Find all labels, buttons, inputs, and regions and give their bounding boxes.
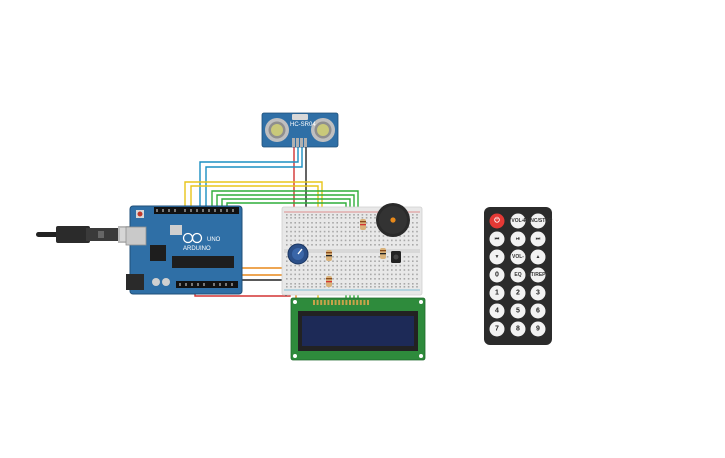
remote-next-button[interactable]: ⏭ <box>530 231 546 247</box>
arduino-brand-label: UNO <box>207 237 221 243</box>
arduino-model-label: ARDUINO <box>183 246 211 252</box>
arrow-up-icon: ▲ <box>536 254 541 260</box>
remote-button-8[interactable]: 8 <box>510 321 526 337</box>
resistor-1[interactable] <box>326 250 332 261</box>
svg-text:0: 0 <box>495 272 499 279</box>
piezo-buzzer-icon[interactable] <box>376 203 410 237</box>
remote-down-button[interactable]: ▼ <box>489 249 505 265</box>
svg-text:3: 3 <box>536 290 540 297</box>
resistor-3[interactable] <box>380 248 386 259</box>
resistors <box>326 219 386 287</box>
remote-button-7[interactable]: 7 <box>489 321 505 337</box>
arrow-down-icon: ▼ <box>495 254 500 260</box>
rewind-icon: ⏮ <box>495 236 500 242</box>
remote-button-5[interactable]: 5 <box>510 303 526 319</box>
ultrasonic-transducer-left <box>265 118 289 142</box>
remote-button-st-rept[interactable]: ST/REPT <box>527 267 549 283</box>
arduino-analog-header <box>179 283 233 286</box>
remote-button-eq[interactable]: EQ <box>510 267 526 283</box>
wire-sensor-echo[interactable] <box>205 147 303 210</box>
lcd-16x2-icon[interactable] <box>290 297 426 361</box>
resistor-4[interactable] <box>326 276 332 287</box>
remote-power-button[interactable]: ⏻ <box>489 213 505 229</box>
svg-text:2: 2 <box>516 290 520 297</box>
power-icon: ⏻ <box>494 217 500 225</box>
svg-text:FUNC/STOP: FUNC/STOP <box>524 218 553 224</box>
svg-text:8: 8 <box>516 326 520 333</box>
lcd-screen <box>302 316 414 346</box>
remote-button-2[interactable]: 2 <box>510 285 526 301</box>
resistor-2[interactable] <box>360 219 366 230</box>
lcd-pin-header <box>313 300 369 305</box>
ir-remote[interactable]: ⏻ VOL+ FUNC/STOP ⏮ ⏯ ⏭ ▼ VOL- <box>484 207 553 345</box>
remote-button-6[interactable]: 6 <box>530 303 546 319</box>
ultrasonic-sensor-label: HC-SR04 <box>290 122 316 128</box>
svg-text:6: 6 <box>536 308 540 315</box>
remote-prev-button[interactable]: ⏮ <box>489 231 505 247</box>
arduino-digital-header <box>156 209 234 212</box>
svg-text:9: 9 <box>536 326 540 333</box>
remote-button-4[interactable]: 4 <box>489 303 505 319</box>
svg-text:VOL-: VOL- <box>512 254 524 260</box>
svg-text:5: 5 <box>516 308 520 315</box>
wire-sensor-trig[interactable] <box>199 147 299 210</box>
fast-forward-icon: ⏭ <box>536 236 541 242</box>
svg-text:1: 1 <box>495 290 499 297</box>
remote-button-9[interactable]: 9 <box>530 321 546 337</box>
svg-text:ST/REPT: ST/REPT <box>527 272 548 278</box>
remote-vol-down-button[interactable]: VOL- <box>510 249 526 265</box>
play-pause-icon: ⏯ <box>516 236 520 242</box>
svg-text:7: 7 <box>495 326 499 333</box>
remote-func-stop-button[interactable]: FUNC/STOP <box>524 213 553 229</box>
ultrasonic-transducer-right <box>311 118 335 142</box>
remote-button-0[interactable]: 0 <box>489 267 505 283</box>
arduino-uno-board[interactable]: UNO ARDUINO <box>125 205 243 295</box>
remote-button-1[interactable]: 1 <box>489 285 505 301</box>
potentiometer-icon[interactable] <box>287 243 309 265</box>
svg-text:4: 4 <box>495 308 499 315</box>
remote-button-3[interactable]: 3 <box>530 285 546 301</box>
ir-receiver-icon[interactable] <box>391 251 401 263</box>
remote-vol-up-button[interactable]: VOL+ <box>510 213 526 229</box>
remote-play-pause-button[interactable]: ⏯ <box>510 231 526 247</box>
arduino-logo-icon <box>182 232 203 244</box>
remote-up-button[interactable]: ▲ <box>530 249 546 265</box>
svg-text:VOL+: VOL+ <box>511 218 524 224</box>
svg-text:EQ: EQ <box>514 272 521 278</box>
ultrasonic-sensor-icon[interactable]: HC-SR04 <box>261 112 339 148</box>
